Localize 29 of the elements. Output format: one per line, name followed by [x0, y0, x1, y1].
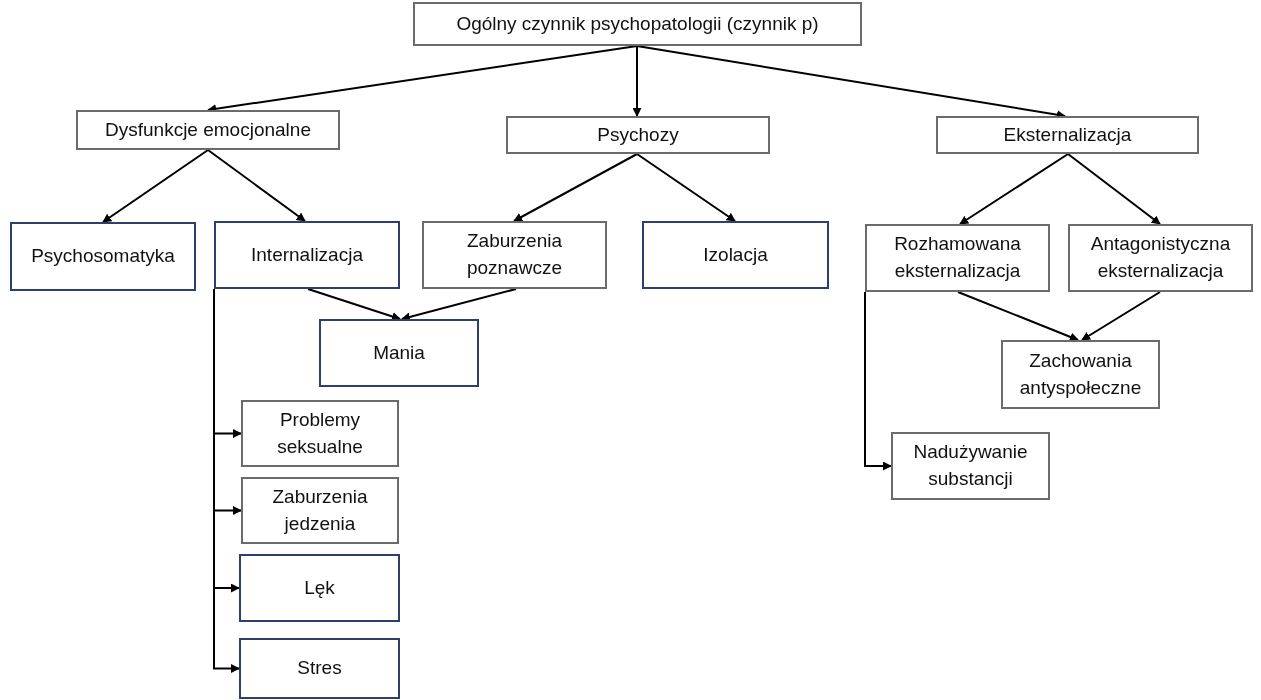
arrow [632, 45, 642, 117]
arrow [1081, 291, 1161, 341]
category-box: Zaburzenia poznawcze [422, 221, 607, 289]
category-box: Zaburzenia jedzenia [241, 477, 399, 544]
arrow [864, 291, 892, 471]
category-box: Lęk [239, 554, 400, 622]
arrow [959, 153, 1069, 225]
arrow [1067, 153, 1161, 225]
arrow [307, 288, 401, 321]
category-box: Psychozy [506, 116, 770, 154]
category-box: Nadużywanie substancji [891, 432, 1050, 500]
arrow [513, 153, 638, 222]
arrow [636, 153, 736, 222]
category-box: Ogólny czynnik psychopatologii (czynnik p) [413, 2, 862, 46]
category-box: Rozhamowana eksternalizacja [865, 224, 1050, 292]
category-box: Eksternalizacja [936, 116, 1199, 154]
arrow [401, 288, 517, 322]
arrow [957, 291, 1079, 342]
category-box: Izolacja [642, 221, 829, 289]
category-box: Psychosomatyka [10, 222, 196, 291]
category-box: Zachowania antyspołeczne [1001, 340, 1160, 409]
category-box: Dysfunkcje emocjonalne [76, 110, 340, 150]
category-box: Antagonistyczna eksternalizacja [1068, 224, 1253, 292]
category-box: Problemy seksualne [241, 400, 399, 467]
category-box: Internalizacja [214, 221, 400, 289]
arrow [102, 149, 209, 223]
arrow [207, 149, 306, 222]
category-box: Mania [319, 319, 479, 387]
category-box: Stres [239, 638, 400, 699]
